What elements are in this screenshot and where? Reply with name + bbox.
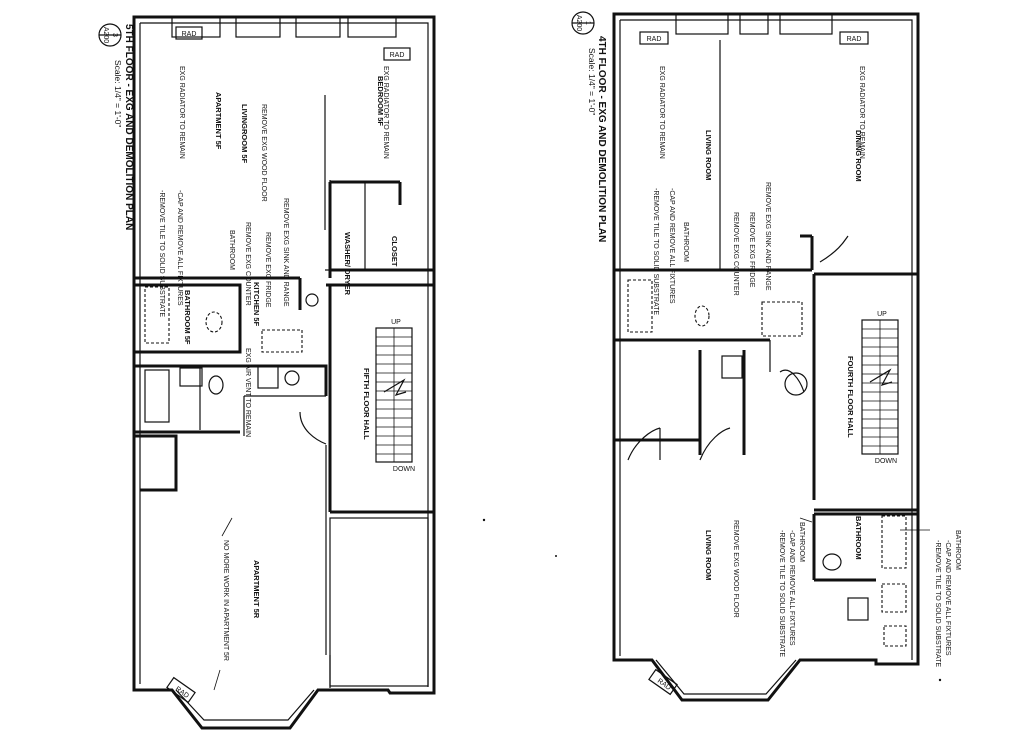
note-bathroom: BATHROOM bbox=[228, 230, 235, 270]
sink-rear-kitchen bbox=[284, 370, 300, 386]
window bbox=[347, 16, 397, 38]
bedroom-label: BEDROOM 5F bbox=[376, 76, 385, 126]
sheet-number: 3 bbox=[111, 33, 118, 37]
note-remove-fridge: REMOVE EXG FRIDGE bbox=[748, 212, 755, 288]
note-remove-tile: -REMOVE TILE TO SOLID SUBSTRATE bbox=[652, 188, 659, 315]
living-room-rear-label: LIVING ROOM bbox=[704, 530, 713, 580]
note-remove-tile: -REMOVE TILE TO SOLID SUBSTRATE bbox=[158, 190, 165, 317]
apartment-5r-label: APARTMENT 5R bbox=[252, 560, 261, 619]
note-bathroom: BATHROOM bbox=[954, 530, 961, 570]
note-bathroom: BATHROOM bbox=[798, 522, 805, 562]
toilet-rear bbox=[208, 375, 224, 395]
note-remove-counter: REMOVE EXG COUNTER bbox=[732, 212, 739, 296]
radiator bbox=[648, 668, 678, 696]
note-radiator-remain: EXG RADIATOR TO REMAIN bbox=[858, 66, 865, 159]
note-radiator-remain: EXG RADIATOR TO REMAIN bbox=[658, 66, 665, 159]
stair-column bbox=[784, 372, 808, 396]
note-bathroom: BATHROOM bbox=[682, 222, 689, 262]
toilet-rear bbox=[822, 553, 842, 571]
toilet bbox=[205, 311, 223, 333]
closet-label: CLOSET bbox=[390, 236, 399, 267]
rad-label: RAD bbox=[647, 36, 662, 43]
note-air-vent: EXG AIR VENT TO REMAIN bbox=[244, 348, 251, 437]
note-radiator-remain: EXG RADIATOR TO REMAIN bbox=[178, 66, 185, 159]
note-remove-sink: REMOVE EXG SINK AND RANGE bbox=[764, 182, 771, 291]
note-remove-wood-floor: REMOVE EXG WOOD FLOOR bbox=[260, 104, 267, 202]
plan-title: 5TH FLOOR - EXG AND DEMOLITION PLAN bbox=[123, 24, 134, 230]
stair bbox=[375, 327, 413, 463]
note-remove-tile: -REMOVE TILE TO SOLID SUBSTRATE bbox=[778, 530, 785, 657]
note-cap-remove: -CAP AND REMOVE ALL FIXTURES bbox=[176, 190, 183, 306]
note-remove-counter: REMOVE EXG COUNTER bbox=[244, 222, 251, 306]
window bbox=[779, 13, 833, 35]
note-remove-tile: -REMOVE TILE TO SOLID SUBSTRATE bbox=[934, 540, 941, 667]
hall-label: FIFTH FLOOR HALL bbox=[362, 368, 371, 440]
radiator bbox=[839, 31, 869, 45]
kitchen-counter bbox=[761, 301, 803, 337]
radiator bbox=[383, 47, 411, 61]
living-room-front-label: LIVING ROOM bbox=[704, 130, 713, 180]
exterior-wall bbox=[612, 12, 920, 702]
bathtub-rear bbox=[144, 369, 170, 423]
right-title-block: 1 A200 4TH FLOOR - EXG AND DEMOLITION PL… bbox=[571, 11, 607, 242]
window bbox=[295, 16, 341, 38]
plan-title: 4TH FLOOR - EXG AND DEMOLITION PLAN bbox=[596, 36, 607, 242]
note-no-more-work: NO MORE WORK IN APARTMENT 5R bbox=[222, 540, 229, 661]
window bbox=[739, 13, 769, 35]
stair bbox=[861, 319, 899, 455]
note-remove-sink: REMOVE EXG SINK AND RANGE bbox=[282, 198, 289, 307]
sink-rear bbox=[883, 625, 907, 647]
washer-dryer-label: WASHER/ DRYER bbox=[343, 232, 352, 296]
dining-room-label: DINING ROOM bbox=[854, 130, 863, 182]
hall-label: FOURTH FLOOR HALL bbox=[846, 356, 855, 438]
stair-up-label: UP bbox=[391, 319, 401, 326]
livingroom-label: LIVINGROOM 5F bbox=[240, 104, 249, 164]
stair-down-label: DOWN bbox=[875, 458, 897, 465]
sink-rear bbox=[179, 367, 203, 387]
rad-label: RAD bbox=[390, 52, 405, 59]
window bbox=[235, 16, 281, 38]
toilet bbox=[694, 305, 710, 327]
note-cap-remove: -CAP AND REMOVE ALL FIXTURES bbox=[944, 540, 951, 656]
kitchen-counter bbox=[261, 329, 303, 353]
sheet-number: 1 bbox=[584, 21, 591, 25]
radiator bbox=[175, 26, 203, 40]
exterior-wall bbox=[132, 15, 436, 730]
bathtub bbox=[144, 286, 170, 344]
radiator bbox=[639, 31, 669, 45]
note-remove-fridge: REMOVE EXG FRIDGE bbox=[264, 232, 271, 308]
bathtub bbox=[627, 279, 653, 333]
fourth-floor-plan: 1 A200 4TH FLOOR - EXG AND DEMOLITION PL… bbox=[571, 11, 961, 702]
vent-box bbox=[721, 355, 743, 379]
bathroom-label: BATHROOM bbox=[854, 516, 863, 560]
plan-scale: Scale: 1/4" = 1'-0" bbox=[113, 60, 123, 127]
sheet-code: A200 bbox=[102, 27, 109, 43]
sheet-code: A200 bbox=[575, 15, 582, 31]
note-radiator-remain: EXG RADIATOR TO REMAIN bbox=[382, 66, 389, 159]
fifth-floor-plan: 3 A200 5TH FLOOR - EXG AND DEMOLITION PL… bbox=[98, 15, 436, 730]
left-title-block: 3 A200 5TH FLOOR - EXG AND DEMOLITION PL… bbox=[98, 23, 134, 230]
stair-down-label: DOWN bbox=[393, 466, 415, 473]
plan-scale: Scale: 1/4" = 1'-0" bbox=[587, 48, 597, 115]
rad-label: RAD bbox=[847, 36, 862, 43]
rad-label: RAD bbox=[182, 31, 197, 38]
radiator bbox=[166, 676, 196, 704]
bathroom-label: BATHROOM 5F bbox=[183, 290, 192, 345]
note-cap-remove: -CAP AND REMOVE ALL FIXTURES bbox=[668, 188, 675, 304]
window bbox=[675, 13, 729, 35]
vent-box bbox=[847, 597, 869, 621]
kitchen-column bbox=[305, 293, 319, 307]
range-rear bbox=[257, 365, 279, 389]
window bbox=[171, 16, 221, 38]
kitchen-label: KITCHEN 5F bbox=[252, 282, 261, 327]
note-remove-wood-floor: REMOVE EXG WOOD FLOOR bbox=[732, 520, 739, 618]
apartment-5f-label: APARTMENT 5F bbox=[214, 92, 223, 150]
bathtub-rear bbox=[881, 515, 907, 569]
shower-rear bbox=[881, 583, 907, 613]
note-cap-remove: -CAP AND REMOVE ALL FIXTURES bbox=[788, 530, 795, 646]
stair-up-label: UP bbox=[877, 311, 887, 318]
